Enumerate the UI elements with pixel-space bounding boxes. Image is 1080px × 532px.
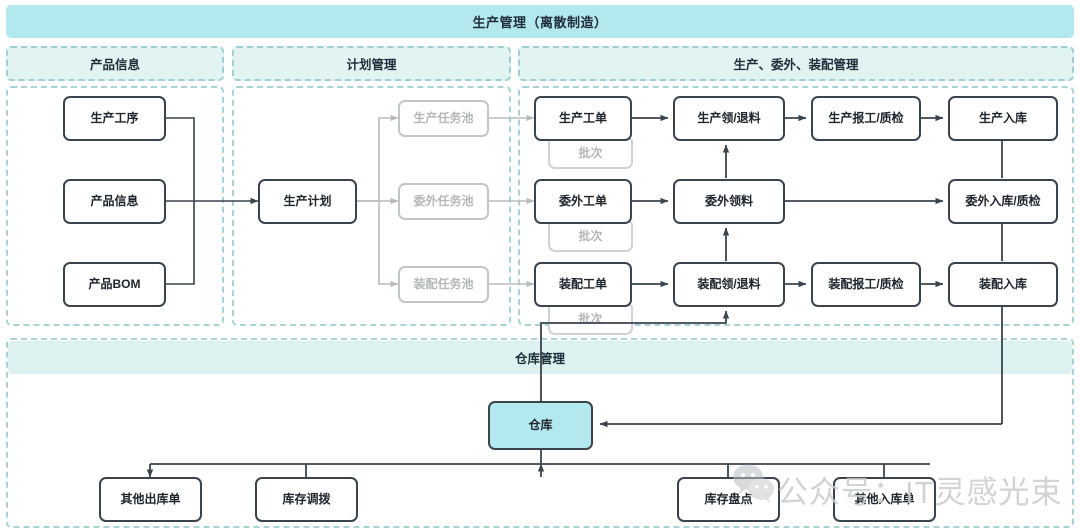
node-production-process[interactable]: 生产工序	[63, 96, 166, 141]
node-label: 装配入库	[978, 277, 1027, 292]
node-label: 库存调拨	[282, 492, 331, 507]
node-outsourcing-task-pool[interactable]: 委外任务池	[398, 183, 489, 220]
node-production-task-pool[interactable]: 生产任务池	[398, 100, 489, 137]
node-label: 生产工单	[558, 111, 607, 126]
node-label: 委外领料	[704, 194, 753, 209]
node-assembly-task-pool[interactable]: 装配任务池	[398, 266, 489, 303]
wechat-icon	[733, 464, 774, 503]
node-label: 批次	[578, 312, 603, 327]
node-assembly-inbound[interactable]: 装配入库	[948, 262, 1058, 307]
node-label: 其他出库单	[120, 492, 181, 507]
node-batch-production[interactable]: 批次	[548, 138, 633, 169]
lane-product-info	[6, 86, 224, 326]
node-other-inbound-order[interactable]: 其他入库单	[833, 477, 936, 522]
node-product-info[interactable]: 产品信息	[63, 179, 166, 224]
node-production-inbound[interactable]: 生产入库	[948, 96, 1058, 141]
node-label: 其他入库单	[854, 492, 915, 507]
node-label: 生产任务池	[413, 111, 474, 126]
node-warehouse[interactable]: 仓库	[488, 401, 593, 450]
section-label: 产品信息	[89, 58, 140, 72]
node-label: 批次	[578, 229, 603, 244]
node-label: 产品信息	[90, 194, 139, 209]
node-label: 委外任务池	[413, 194, 474, 209]
node-label: 批次	[578, 146, 603, 161]
section-header-plan-mgmt: 计划管理	[232, 46, 511, 81]
node-batch-assembly[interactable]: 批次	[548, 304, 633, 335]
node-label: 生产入库	[978, 111, 1027, 126]
node-label: 产品BOM	[88, 277, 141, 292]
node-batch-outsourcing[interactable]: 批次	[548, 221, 633, 252]
node-label: 装配工单	[558, 277, 607, 292]
section-header-warehouse-mgmt: 仓库管理	[8, 341, 1072, 374]
node-label: 委外入库/质检	[965, 194, 1041, 209]
node-inventory-transfer[interactable]: 库存调拨	[255, 477, 358, 522]
node-label: 仓库	[528, 418, 553, 433]
node-production-material-issue-return[interactable]: 生产领/退料	[673, 96, 785, 141]
lane-production	[518, 86, 1074, 326]
node-production-work-order[interactable]: 生产工单	[534, 96, 632, 141]
node-label: 装配报工/质检	[828, 277, 904, 292]
node-outsourcing-work-order[interactable]: 委外工单	[534, 179, 632, 224]
watermark-text: 公众号：IT灵感光束	[777, 475, 1063, 510]
diagram-title-banner: 生产管理（离散制造）	[6, 5, 1074, 38]
node-label: 委外工单	[558, 194, 607, 209]
section-label: 仓库管理	[514, 352, 565, 366]
lane-warehouse	[6, 338, 1074, 528]
node-label: 装配领/退料	[697, 277, 761, 292]
node-label: 装配任务池	[413, 277, 474, 292]
node-other-outbound-order[interactable]: 其他出库单	[99, 477, 202, 522]
node-outsourcing-inbound-qc[interactable]: 委外入库/质检	[948, 179, 1058, 224]
node-production-reporting-qc[interactable]: 生产报工/质检	[811, 96, 921, 141]
node-label: 生产报工/质检	[828, 111, 904, 126]
node-label: 生产工序	[90, 111, 139, 126]
node-assembly-material-issue-return[interactable]: 装配领/退料	[673, 262, 785, 307]
section-label: 计划管理	[346, 58, 397, 72]
node-production-plan[interactable]: 生产计划	[258, 179, 357, 224]
node-assembly-work-order[interactable]: 装配工单	[534, 262, 632, 307]
node-label: 生产领/退料	[697, 111, 761, 126]
node-label: 库存盘点	[704, 492, 753, 507]
diagram-title: 生产管理（离散制造）	[472, 15, 608, 30]
section-header-product-info: 产品信息	[6, 46, 224, 81]
node-label: 生产计划	[283, 194, 332, 209]
section-header-production: 生产、委外、装配管理	[518, 46, 1074, 81]
node-product-bom[interactable]: 产品BOM	[63, 262, 166, 307]
lane-plan-mgmt	[232, 86, 511, 326]
node-outsourcing-material-issue[interactable]: 委外领料	[673, 179, 785, 224]
section-label: 生产、委外、装配管理	[733, 58, 859, 72]
node-assembly-reporting-qc[interactable]: 装配报工/质检	[811, 262, 921, 307]
